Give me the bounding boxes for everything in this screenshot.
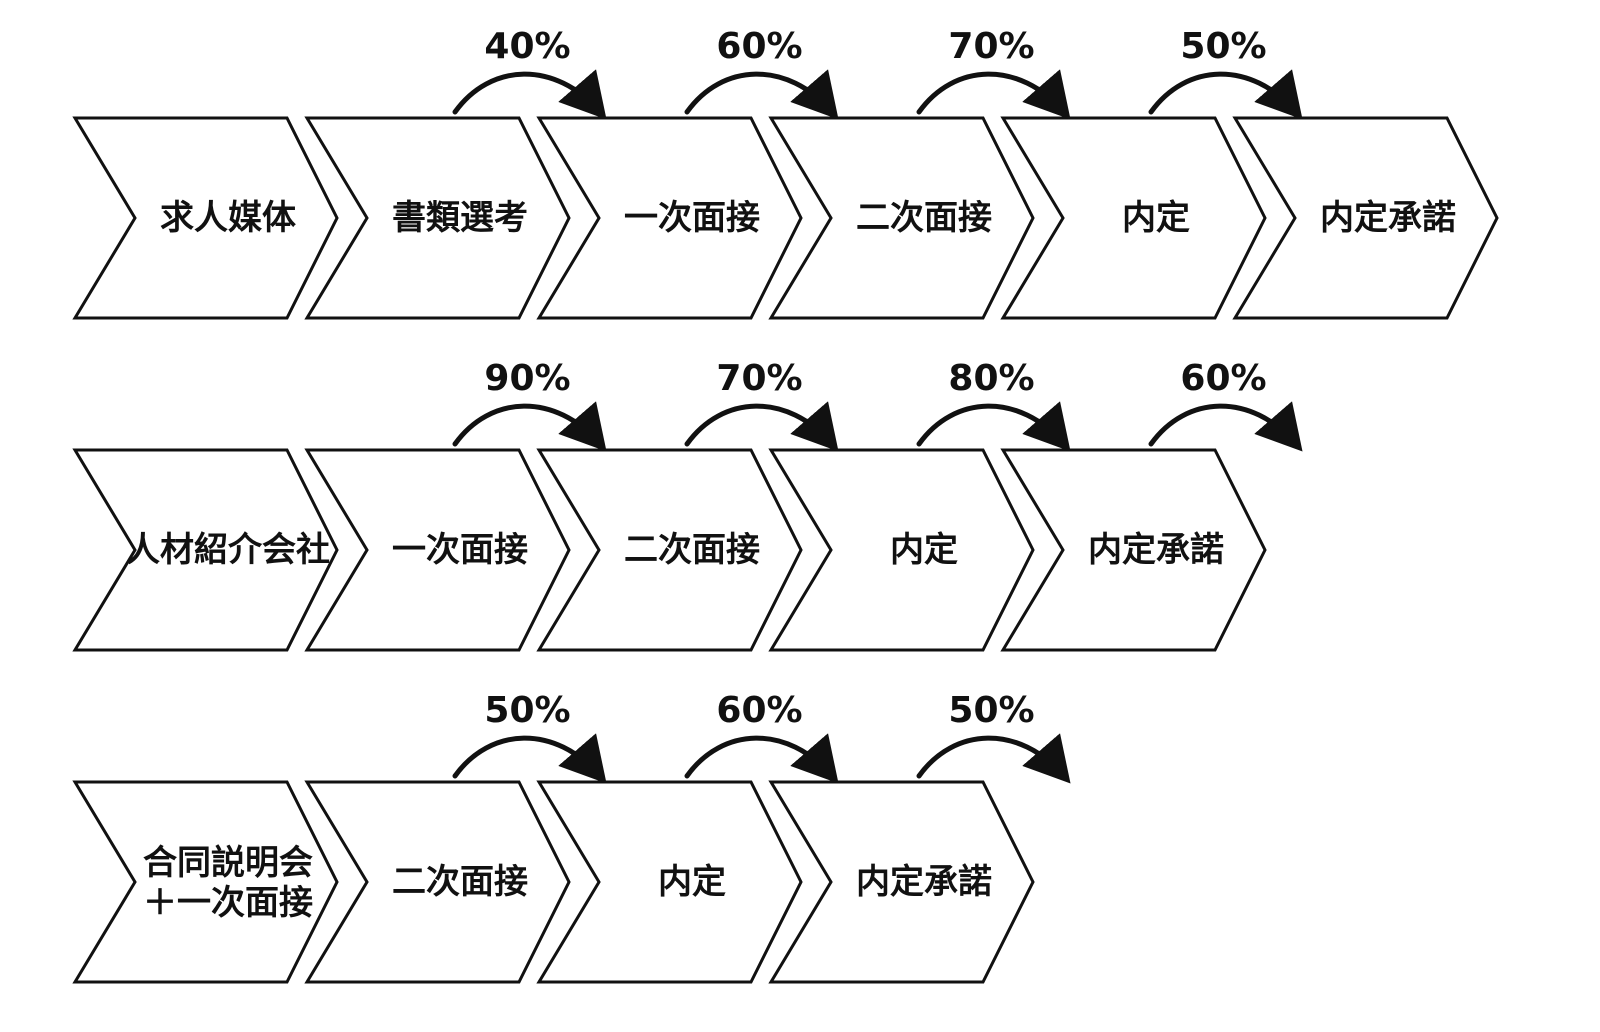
curved-arrow-icon — [452, 401, 607, 452]
stage-label: 二次面接 — [856, 198, 992, 238]
conversion-rate-label: 70% — [948, 26, 1034, 67]
stage-chevron — [1000, 116, 1267, 320]
conversion-rate-label: 60% — [1180, 358, 1266, 399]
stage-label: 内定承諾 — [1088, 530, 1224, 570]
curved-arrow-icon — [916, 401, 1071, 452]
stage-chevron — [304, 448, 571, 652]
stage-chevron — [536, 780, 803, 984]
curved-arrow-icon — [684, 69, 839, 120]
curved-arrow-icon — [916, 69, 1071, 120]
stage-label: 二次面接 — [392, 862, 528, 902]
stage-label: 求人媒体 — [160, 198, 296, 238]
stage-chevron — [768, 116, 1035, 320]
conversion-rate-label: 50% — [484, 690, 570, 731]
stage-chevron — [304, 116, 571, 320]
stage-label: 内定 — [658, 862, 726, 902]
stage-chevron — [72, 116, 339, 320]
stage-chevron — [304, 780, 571, 984]
stage-label: 内定承諾 — [856, 862, 992, 902]
stage-label: 書類選考 — [392, 198, 528, 238]
curved-arrow-icon — [452, 733, 607, 784]
conversion-rate-label: 60% — [716, 690, 802, 731]
stage-chevron — [1232, 116, 1499, 320]
funnel-row-2: 人材紹介会社 一次面接 二次面接 内定 内定承諾 90% 70% 80% 60% — [72, 358, 1303, 652]
conversion-rate-label: 60% — [716, 26, 802, 67]
stage-chevron — [72, 448, 339, 652]
curved-arrow-icon — [1148, 69, 1303, 120]
stage-label: 二次面接 — [624, 530, 760, 570]
conversion-rate-label: 80% — [948, 358, 1034, 399]
curved-arrow-icon — [1148, 401, 1303, 452]
conversion-rate-label: 70% — [716, 358, 802, 399]
stage-label: 合同説明会＋一次面接 — [143, 843, 313, 923]
conversion-rate-label: 40% — [484, 26, 570, 67]
stage-chevron — [536, 116, 803, 320]
funnel-row-3: 合同説明会＋一次面接 二次面接 内定 内定承諾 50% 60% 50% — [72, 690, 1071, 984]
curved-arrow-icon — [916, 733, 1071, 784]
stage-chevron — [1000, 448, 1267, 652]
stage-chevron — [768, 448, 1035, 652]
stage-label: 内定 — [1122, 198, 1190, 238]
conversion-rate-label: 50% — [1180, 26, 1266, 67]
curved-arrow-icon — [452, 69, 607, 120]
stage-label: 内定 — [890, 530, 958, 570]
conversion-rate-label: 50% — [948, 690, 1034, 731]
curved-arrow-icon — [684, 401, 839, 452]
funnel-row-1: 求人媒体 書類選考 一次面接 二次面接 内定 内定承諾 40% 60% 70% 50% — [72, 26, 1499, 320]
stage-label: 一次面接 — [624, 198, 760, 238]
stage-chevron — [72, 780, 339, 984]
stage-label: 人材紹介会社 — [126, 530, 330, 570]
conversion-rate-label: 90% — [484, 358, 570, 399]
stage-label: 内定承諾 — [1320, 198, 1456, 238]
stage-chevron — [768, 780, 1035, 984]
curved-arrow-icon — [684, 733, 839, 784]
stage-label: 一次面接 — [392, 530, 528, 570]
stage-chevron — [536, 448, 803, 652]
